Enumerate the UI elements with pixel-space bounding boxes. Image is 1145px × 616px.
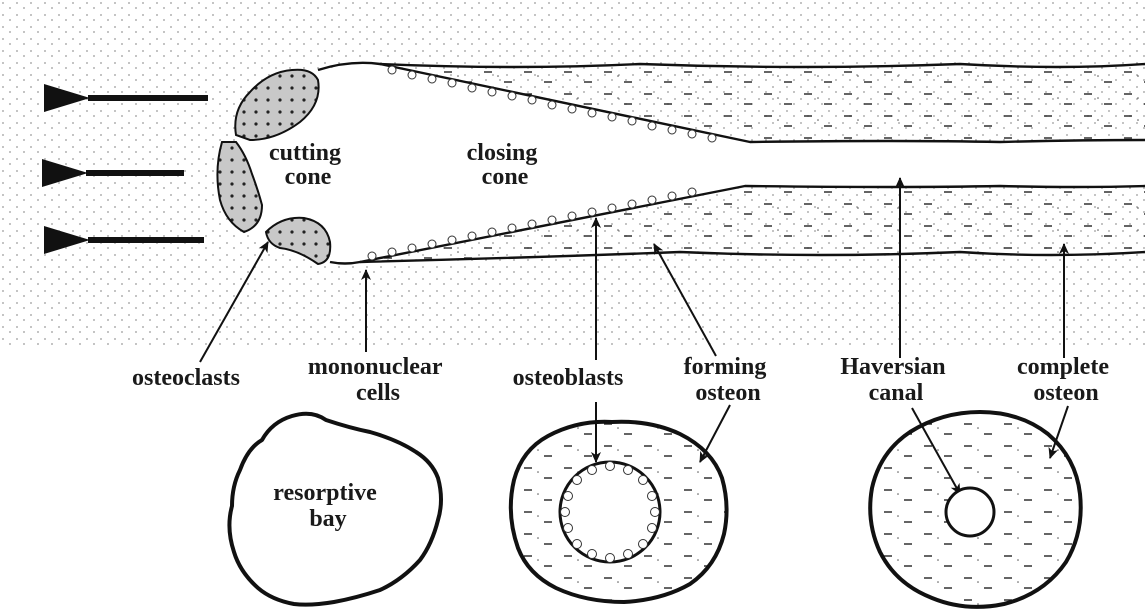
complete-osteon-label-line1: complete (1017, 354, 1109, 380)
complete-osteon-label: complete osteon (1017, 354, 1115, 406)
forming-osteon-label-line1: forming (684, 354, 767, 380)
forming-osteon-section (511, 422, 727, 602)
osteoblasts-label: osteoblasts (513, 365, 624, 391)
closing-cone-label-line1: closing (467, 140, 538, 166)
closing-cone-label-line2: cone (482, 164, 529, 190)
haversian-canal-label: Haversian canal (840, 354, 951, 406)
complete-osteon-haversian-canal (946, 488, 994, 536)
cutting-cone-label-line2: cone (285, 164, 332, 190)
complete-osteon-label-line2: osteon (1033, 380, 1098, 406)
mononuclear-cells-label-line1: mononuclear (308, 354, 443, 380)
haversian-canal-label-line2: canal (869, 380, 924, 406)
mononuclear-cells-label-line2: cells (356, 380, 400, 406)
resorptive-bay-section: resorptive bay (229, 414, 441, 605)
haversian-canal-label-line1: Haversian (840, 354, 945, 380)
resorptive-bay-label-line2: bay (309, 506, 346, 532)
remodeling-tunnel (217, 63, 1145, 264)
resorptive-bay-label-line1: resorptive (273, 480, 377, 506)
forming-osteon-label: forming osteon (684, 354, 773, 406)
complete-osteon-section (870, 412, 1081, 607)
osteoclasts-label: osteoclasts (132, 365, 240, 391)
mononuclear-cells-label: mononuclear cells (308, 354, 448, 406)
cutting-cone-label-line1: cutting (269, 140, 341, 166)
forming-osteon-label-line2: osteon (695, 380, 760, 406)
